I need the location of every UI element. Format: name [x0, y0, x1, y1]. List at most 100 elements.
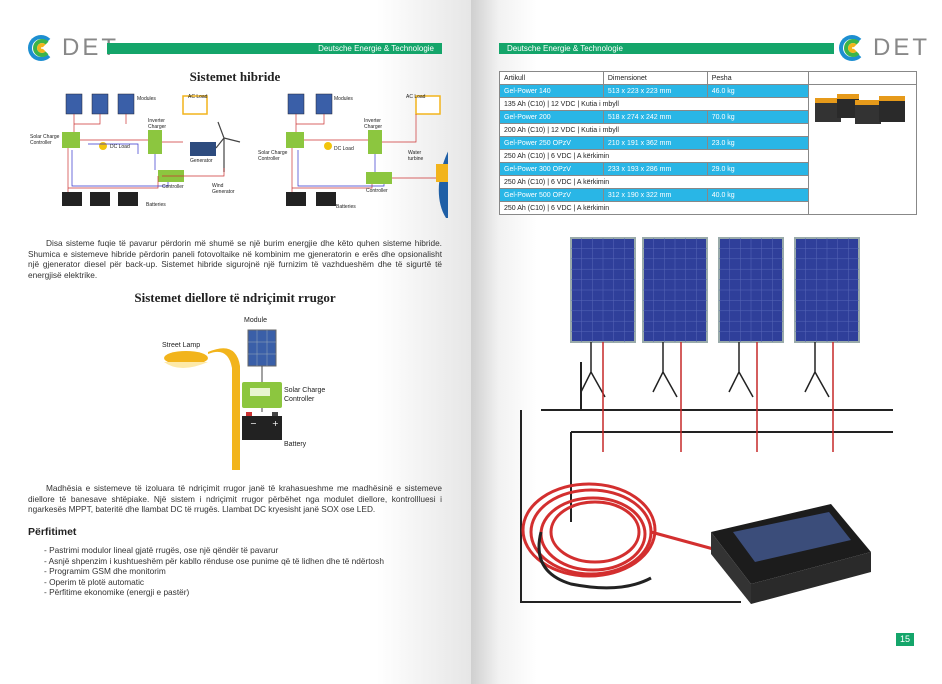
red-cable-coil — [521, 482, 718, 578]
label-module: Module — [244, 317, 267, 324]
table-row: 250 Ah (C10) | 6 VDC | A kërkimin — [498, 201, 917, 215]
right-page: Deutsche Energie & Technologie DET Artik… — [471, 0, 942, 684]
hybrid-left — [62, 93, 241, 206]
benefits-list: - Pastrimi modulor lineal gjatë rrugës, … — [44, 545, 444, 598]
det-logo-icon — [28, 35, 58, 61]
ac-load — [182, 95, 208, 115]
solar-panel — [794, 237, 860, 398]
lamp-pole — [208, 348, 240, 470]
label-battery: Battery — [284, 441, 307, 448]
det-logo: DET — [28, 34, 119, 62]
label-ac-load: AC Load — [188, 94, 208, 100]
col-header-image — [808, 71, 917, 85]
solar-panel — [91, 93, 109, 115]
lamp-glow — [164, 362, 208, 368]
solar-panel — [287, 93, 305, 115]
cell-dimensions: 312 x 190 x 322 mm — [602, 188, 708, 202]
water-turbine — [436, 164, 448, 182]
cell-article: Gel-Power 140 — [499, 84, 604, 98]
label-street-lamp: Street Lamp — [162, 342, 201, 349]
label-solar-charge-controller-r: Solar Charge Controller — [258, 150, 288, 162]
dc-bulb — [99, 142, 107, 150]
lamp-head — [164, 351, 208, 365]
hybrid-diagram — [62, 93, 448, 218]
cell-article: Gel-Power 300 OPzV — [499, 162, 604, 176]
cell-dimensions: 233 x 193 x 286 mm — [602, 162, 708, 176]
solar-panel — [117, 93, 135, 115]
col-header-dimensions: Dimensionet — [602, 71, 708, 85]
inverter — [711, 504, 871, 604]
cell-article: Gel-Power 500 OPzV — [499, 188, 604, 202]
title-street-lighting: Sistemet diellore të ndriçimit rrugor — [134, 290, 336, 305]
header-band: Deutsche Energie & Technologie — [499, 43, 834, 54]
label-ac-load-r: AC Load — [406, 94, 426, 100]
label-inverter-charger-r: Inverter Charger — [364, 118, 383, 130]
street-paragraph: Madhësia e sistemeve të izoluara të ndri… — [28, 483, 442, 514]
label-generator: Generator — [190, 158, 213, 164]
battery — [242, 416, 282, 440]
label-dc-load-r: DC Load — [334, 146, 354, 152]
header-band: Deutsche Energie & Technologie — [107, 43, 442, 54]
logo-text: DET — [873, 34, 930, 61]
benefit-item: - Përfitime ekonomike (energji e pastër) — [44, 587, 190, 597]
benefit-item: - Operim të plotë automatic — [44, 576, 145, 587]
tagline: Deutsche Energie & Technologie — [507, 44, 623, 53]
page-number: 15 — [896, 633, 914, 646]
label-batteries-r: Batteries — [336, 204, 356, 210]
benefit-item: - Programim GSM dhe monitorim — [44, 566, 166, 576]
cell-spec: 135 Ah (C10) | 12 VDC | Kutia i mbyll — [498, 97, 810, 111]
solar-panel — [642, 237, 708, 398]
cell-weight: 46.0 kg — [706, 84, 810, 98]
battery — [62, 192, 82, 206]
inverter — [368, 130, 382, 154]
solar-panel — [315, 93, 333, 115]
ac-load — [415, 95, 441, 115]
det-logo-icon — [839, 35, 869, 61]
battery — [118, 192, 138, 206]
label-controller: Controller — [162, 184, 184, 190]
inverter — [148, 130, 162, 154]
battery — [286, 192, 306, 206]
label-solar-charge-controller-street: Solar Charge Controller — [284, 387, 326, 403]
solar-panel — [570, 237, 636, 398]
solar-panel — [65, 93, 83, 115]
table-row: 250 Ah (C10) | 6 VDC | A kërkimin — [498, 149, 917, 163]
cell-weight: 23.0 kg — [706, 136, 810, 150]
black-cable-coil — [537, 531, 652, 590]
label-controller-r: Controller — [366, 188, 388, 194]
cell-article: Gel-Power 200 — [499, 110, 604, 124]
benefit-item: - Asnjë shpenzim i kushtueshëm për kabll… — [44, 555, 384, 566]
label-modules-r: Modules — [334, 96, 353, 102]
solar-panel — [718, 237, 784, 398]
benefit-item: - Pastrimi modulor lineal gjatë rrugës, … — [44, 545, 279, 555]
svg-text:−: − — [250, 419, 257, 428]
dc-bulb — [324, 142, 332, 150]
hybrid-right — [286, 93, 448, 218]
battery — [90, 192, 110, 206]
table-row: 135 Ah (C10) | 12 VDC | Kutia i mbyll — [498, 97, 917, 111]
cell-spec: 250 Ah (C10) | 6 VDC | A kërkimin — [498, 201, 810, 215]
street-lamp-diagram: − + — [164, 329, 282, 470]
det-logo: DET — [839, 34, 930, 62]
cell-dimensions: 210 x 191 x 362 mm — [602, 136, 708, 150]
label-modules: Modules — [137, 96, 156, 102]
col-header-weight: Pesha — [706, 71, 810, 85]
cell-spec: 200 Ah (C10) | 12 VDC | Kutia i mbyll — [498, 123, 810, 137]
cell-spec: 250 Ah (C10) | 6 VDC | A kërkimin — [498, 149, 810, 163]
benefits-title: Përfitimet — [28, 526, 77, 538]
cell-dimensions: 518 x 274 x 242 mm — [602, 110, 708, 124]
label-wind-generator: Wind Generator — [212, 183, 235, 195]
cell-spec: 250 Ah (C10) | 6 VDC | A kërkimin — [498, 175, 810, 189]
label-batteries: Batteries — [146, 202, 166, 208]
cell-dimensions: 513 x 223 x 223 mm — [602, 84, 708, 98]
battery-product-image — [815, 94, 905, 124]
charge-controller — [286, 132, 304, 148]
controller — [366, 172, 392, 184]
cell-weight: 40.0 kg — [706, 188, 810, 202]
label-inverter-charger: Inverter Charger — [148, 118, 167, 130]
cell-weight: 29.0 kg — [706, 162, 810, 176]
label-solar-charge-controller: Solar Charge Controller — [30, 134, 60, 146]
battery-icon — [815, 94, 905, 124]
generator — [190, 142, 216, 156]
